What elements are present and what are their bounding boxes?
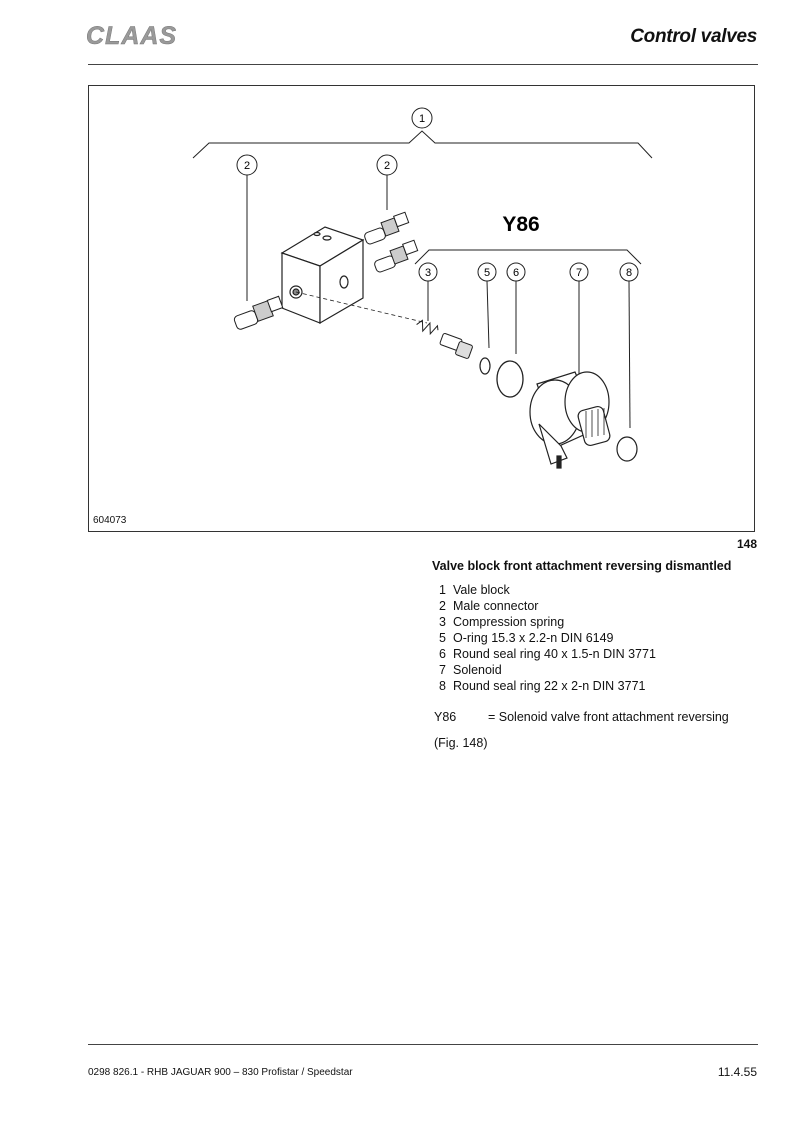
callout-5: 5 xyxy=(477,262,497,282)
callout-7: 7 xyxy=(569,262,589,282)
solenoid xyxy=(529,371,611,469)
callout-3: 3 xyxy=(418,262,438,282)
valve-block xyxy=(280,226,428,325)
svg-text:7: 7 xyxy=(576,267,582,279)
caption-title: Valve block front attachment reversing d… xyxy=(432,559,732,573)
exploded-view-figure: 1 2 2 Y86 3 5 6 7 8 60407 xyxy=(88,85,755,532)
svg-text:8: 8 xyxy=(626,267,632,279)
male-connector-right-lower xyxy=(374,239,419,273)
callout-1: 1 xyxy=(411,107,433,129)
claas-logo: CLAAS xyxy=(86,22,177,50)
svg-text:2: 2 xyxy=(244,160,250,172)
exploded-drawing: 1 2 2 Y86 3 5 6 7 8 xyxy=(192,107,653,469)
seal-ring-8 xyxy=(616,436,638,462)
callout-8: 8 xyxy=(619,262,639,282)
callout-6: 6 xyxy=(506,262,526,282)
male-connector-left xyxy=(233,295,284,330)
footer-divider xyxy=(88,1044,758,1045)
leader-5 xyxy=(486,280,490,349)
svg-text:5: 5 xyxy=(484,267,490,279)
svg-text:2: 2 xyxy=(384,160,390,172)
logo-text: CLAAS xyxy=(86,22,177,50)
leader-8 xyxy=(628,280,631,429)
figure-number: 148 xyxy=(736,537,757,551)
figure-code: 604073 xyxy=(93,515,127,526)
bracket-y86 xyxy=(414,249,642,265)
callout-2-left: 2 xyxy=(236,154,258,176)
header-divider xyxy=(88,64,758,65)
bracket-1 xyxy=(192,130,653,159)
svg-text:6: 6 xyxy=(513,267,519,279)
callout-2-right: 2 xyxy=(376,154,398,176)
valve-spool xyxy=(439,333,473,359)
legend-text: = Solenoid valve front attachment revers… xyxy=(488,710,729,724)
o-ring-5 xyxy=(479,357,491,375)
seal-ring-6 xyxy=(496,360,524,398)
y86-label: Y86 xyxy=(502,213,539,236)
figure-reference: (Fig. 148) xyxy=(434,736,488,750)
section-title: Control valves xyxy=(630,26,757,47)
footer-document: 0298 826.1 - RHB JAGUAR 900 – 830 Profis… xyxy=(88,1067,353,1078)
legend-y86: Y86 = Solenoid valve front attachment re… xyxy=(434,710,729,724)
page-number: 11.4.55 xyxy=(717,1065,757,1079)
compression-spring xyxy=(416,319,439,336)
svg-text:3: 3 xyxy=(425,267,431,279)
legend-code: Y86 xyxy=(434,710,457,724)
svg-text:1: 1 xyxy=(419,113,425,125)
male-connector-right-upper xyxy=(364,211,410,245)
